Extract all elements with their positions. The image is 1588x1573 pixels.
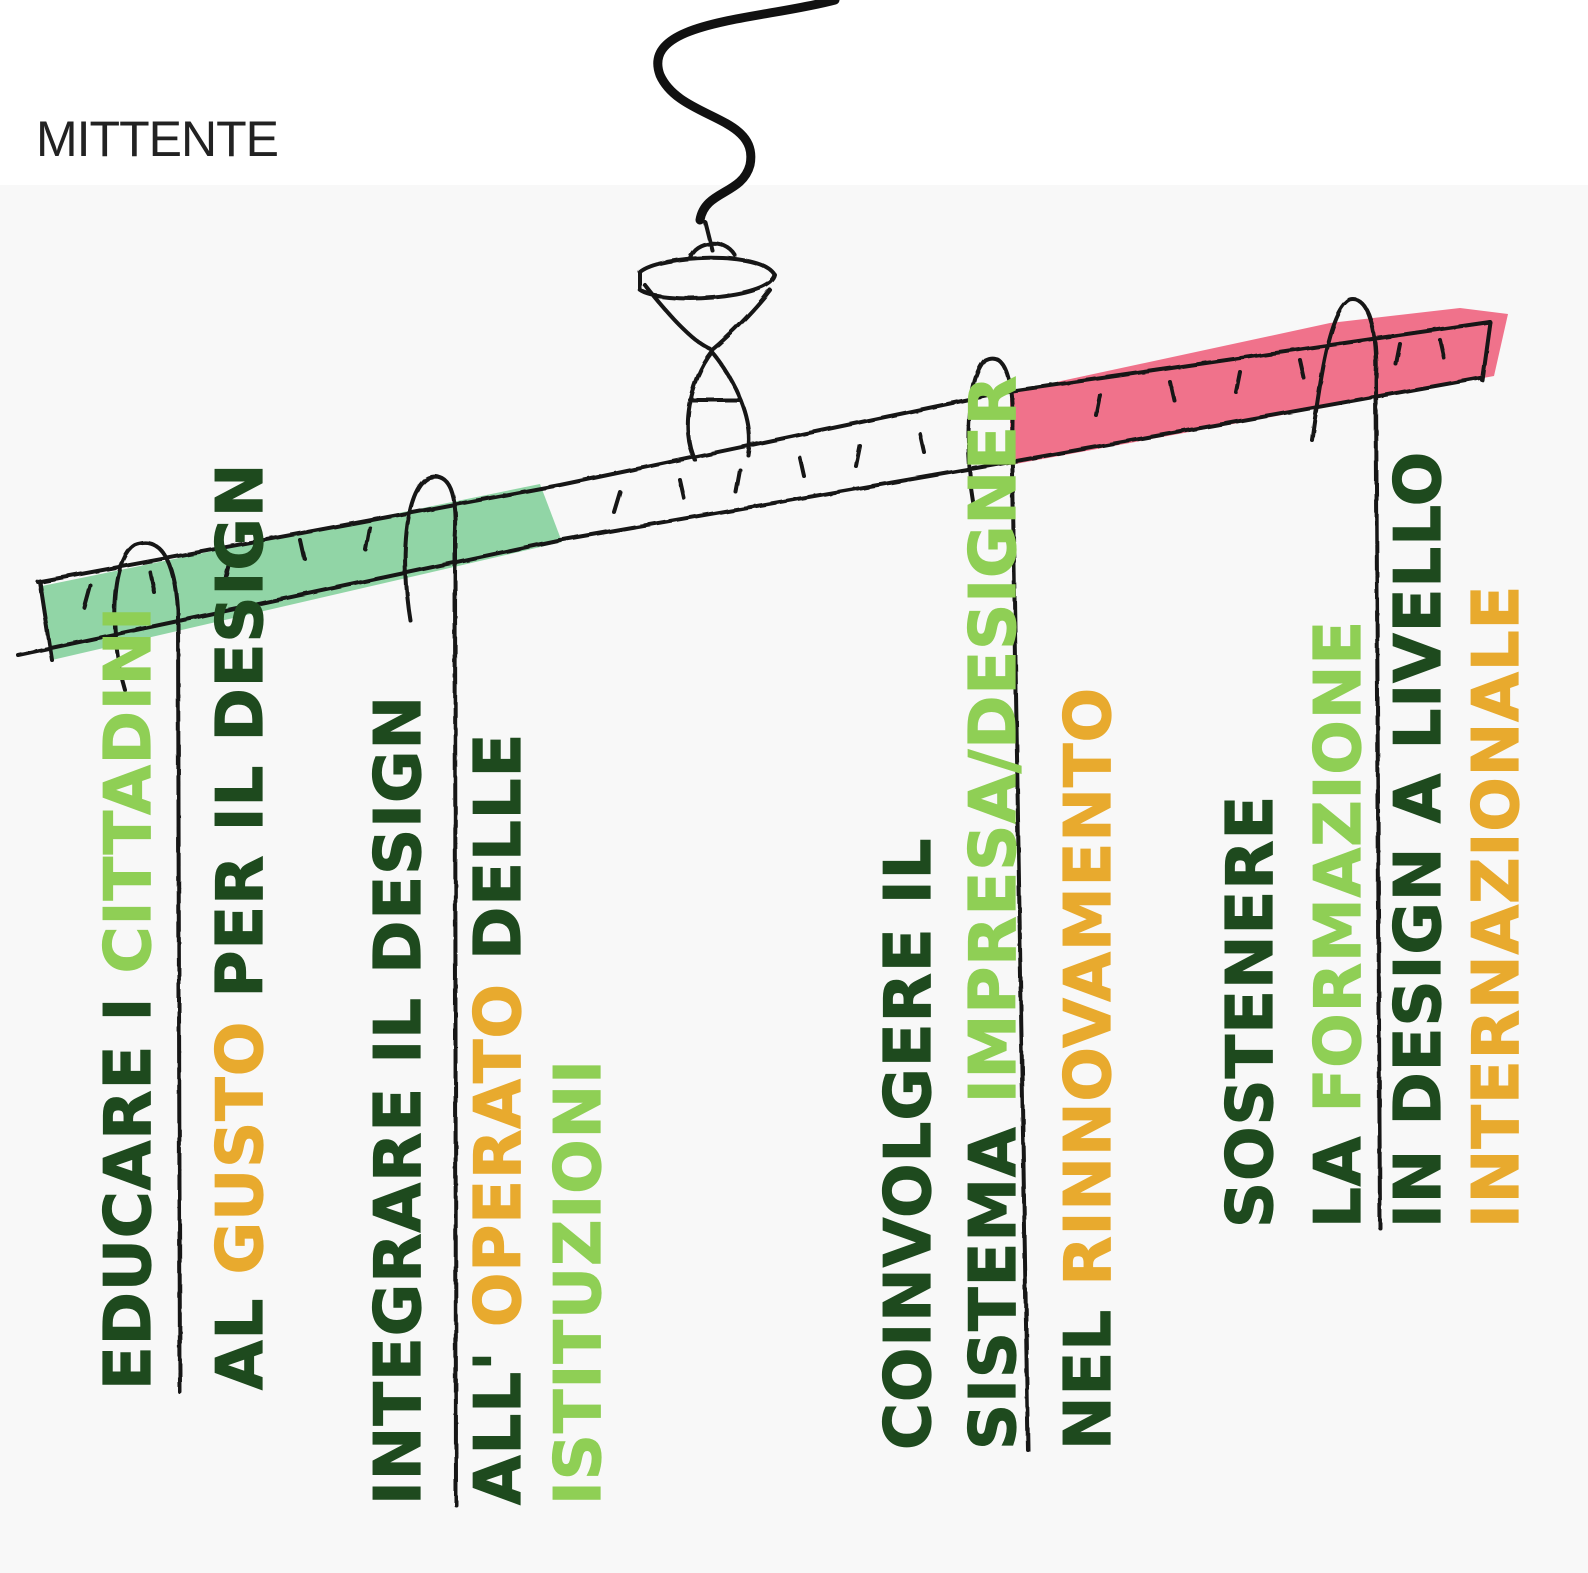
label-3-line-2: SISTEMA IMPRESA/DESIGNER <box>957 375 1031 1450</box>
label-2-line-1: INTEGRARE IL DESIGN <box>362 695 436 1505</box>
label-2-line-2: ALL' OPERATO DELLE <box>462 733 536 1505</box>
label-segment: IMPRESA/DESIGNER <box>957 375 1031 1103</box>
hanger-top-loop <box>690 222 735 258</box>
string-2 <box>455 540 456 1505</box>
label-segment: ISTITUZIONI <box>542 1059 616 1505</box>
label-segment: NEL <box>1052 1286 1126 1450</box>
label-segment: IN DESIGN A LIVELLO <box>1382 451 1456 1228</box>
label-segment: OPERATO <box>462 983 536 1327</box>
label-segment: ALL' <box>462 1327 536 1505</box>
string-1 <box>178 610 180 1392</box>
hanger-legs <box>688 352 750 460</box>
label-segment: SISTEMA <box>957 1103 1031 1450</box>
hanging-wire <box>658 0 835 220</box>
label-segment: LA <box>1302 1112 1376 1228</box>
label-4-line-4: INTERNAZIONALE <box>1460 585 1534 1228</box>
label-4-line-3: IN DESIGN A LIVELLO <box>1382 451 1456 1228</box>
label-segment: DELLE <box>462 733 536 983</box>
label-1-line-1: EDUCARE I CITTADINI <box>92 606 166 1390</box>
label-segment: AL <box>204 1274 278 1390</box>
label-4-line-2: LA FORMAZIONE <box>1302 620 1376 1228</box>
label-segment: INTEGRARE IL DESIGN <box>362 695 436 1505</box>
label-segment: GUSTO <box>204 1021 278 1275</box>
label-segment: COINVOLGERE IL <box>872 838 946 1450</box>
label-segment: RINNOVAMENTO <box>1052 687 1126 1286</box>
label-3-line-3: NEL RINNOVAMENTO <box>1052 687 1126 1450</box>
label-segment: INTERNAZIONALE <box>1460 585 1534 1228</box>
hanger-funnel <box>640 258 775 350</box>
label-1-line-2: AL GUSTO PER IL DESIGN <box>204 463 278 1390</box>
string-4 <box>1376 380 1380 1228</box>
label-segment: PER IL DESIGN <box>204 463 278 1021</box>
label-segment: SOSTENERE <box>1214 795 1288 1228</box>
label-4-line-1: SOSTENERE <box>1214 795 1288 1228</box>
label-3-line-1: COINVOLGERE IL <box>872 838 946 1450</box>
label-segment: CITTADINI <box>92 606 166 973</box>
label-segment: EDUCARE I <box>92 973 166 1390</box>
label-2-line-3: ISTITUZIONI <box>542 1059 616 1505</box>
label-segment: FORMAZIONE <box>1302 620 1376 1113</box>
